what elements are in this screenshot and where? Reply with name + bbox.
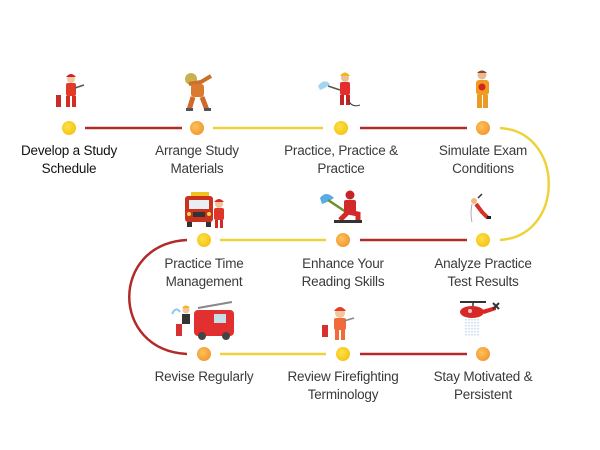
- fire-helicopter-icon: [460, 301, 500, 336]
- step-dot-2: [190, 121, 204, 135]
- connector-curve-right: [499, 126, 550, 242]
- step-dot-10: [476, 347, 490, 361]
- step-label-9: Review Firefighting Terminology: [287, 369, 399, 402]
- kneeling-firefighter-hose-icon: [320, 190, 362, 223]
- firefighter-with-hose-icon: [56, 74, 85, 107]
- step-dot-8: [197, 347, 211, 361]
- firefighter-spraying-water-icon: [318, 72, 361, 107]
- step-dot-5: [476, 233, 490, 247]
- step-label-1: Develop a Study Schedule: [20, 143, 118, 176]
- step-dot-9: [336, 347, 350, 361]
- rappelling-firefighter-icon: [470, 193, 491, 223]
- step-dot-3: [334, 121, 348, 135]
- firefighter-hydrant-icon: [322, 307, 355, 340]
- step-dot-7: [197, 233, 211, 247]
- step-label-7: Practice Time Management: [164, 256, 244, 289]
- step-dot-6: [336, 233, 350, 247]
- fire-engine-ladder-icon: [171, 301, 234, 340]
- step-label-3: Practice, Practice & Practice: [284, 143, 398, 176]
- connector-curve-left: [128, 238, 188, 356]
- dabbing-firefighter-icon: [185, 73, 213, 111]
- step-label-5: Analyze Practice Test Results: [434, 256, 532, 289]
- step-dot-4: [476, 121, 490, 135]
- step-label-4: Simulate Exam Conditions: [438, 143, 528, 176]
- step-label-8: Revise Regularly: [154, 369, 254, 384]
- standing-firefighter-icon: [476, 70, 489, 108]
- step-label-10: Stay Motivated & Persistent: [433, 369, 533, 402]
- step-dot-1: [62, 121, 76, 135]
- step-label-2: Arrange Study Materials: [155, 143, 239, 176]
- fire-truck-with-firefighter-icon: [185, 192, 224, 228]
- step-label-6: Enhance Your Reading Skills: [301, 256, 385, 289]
